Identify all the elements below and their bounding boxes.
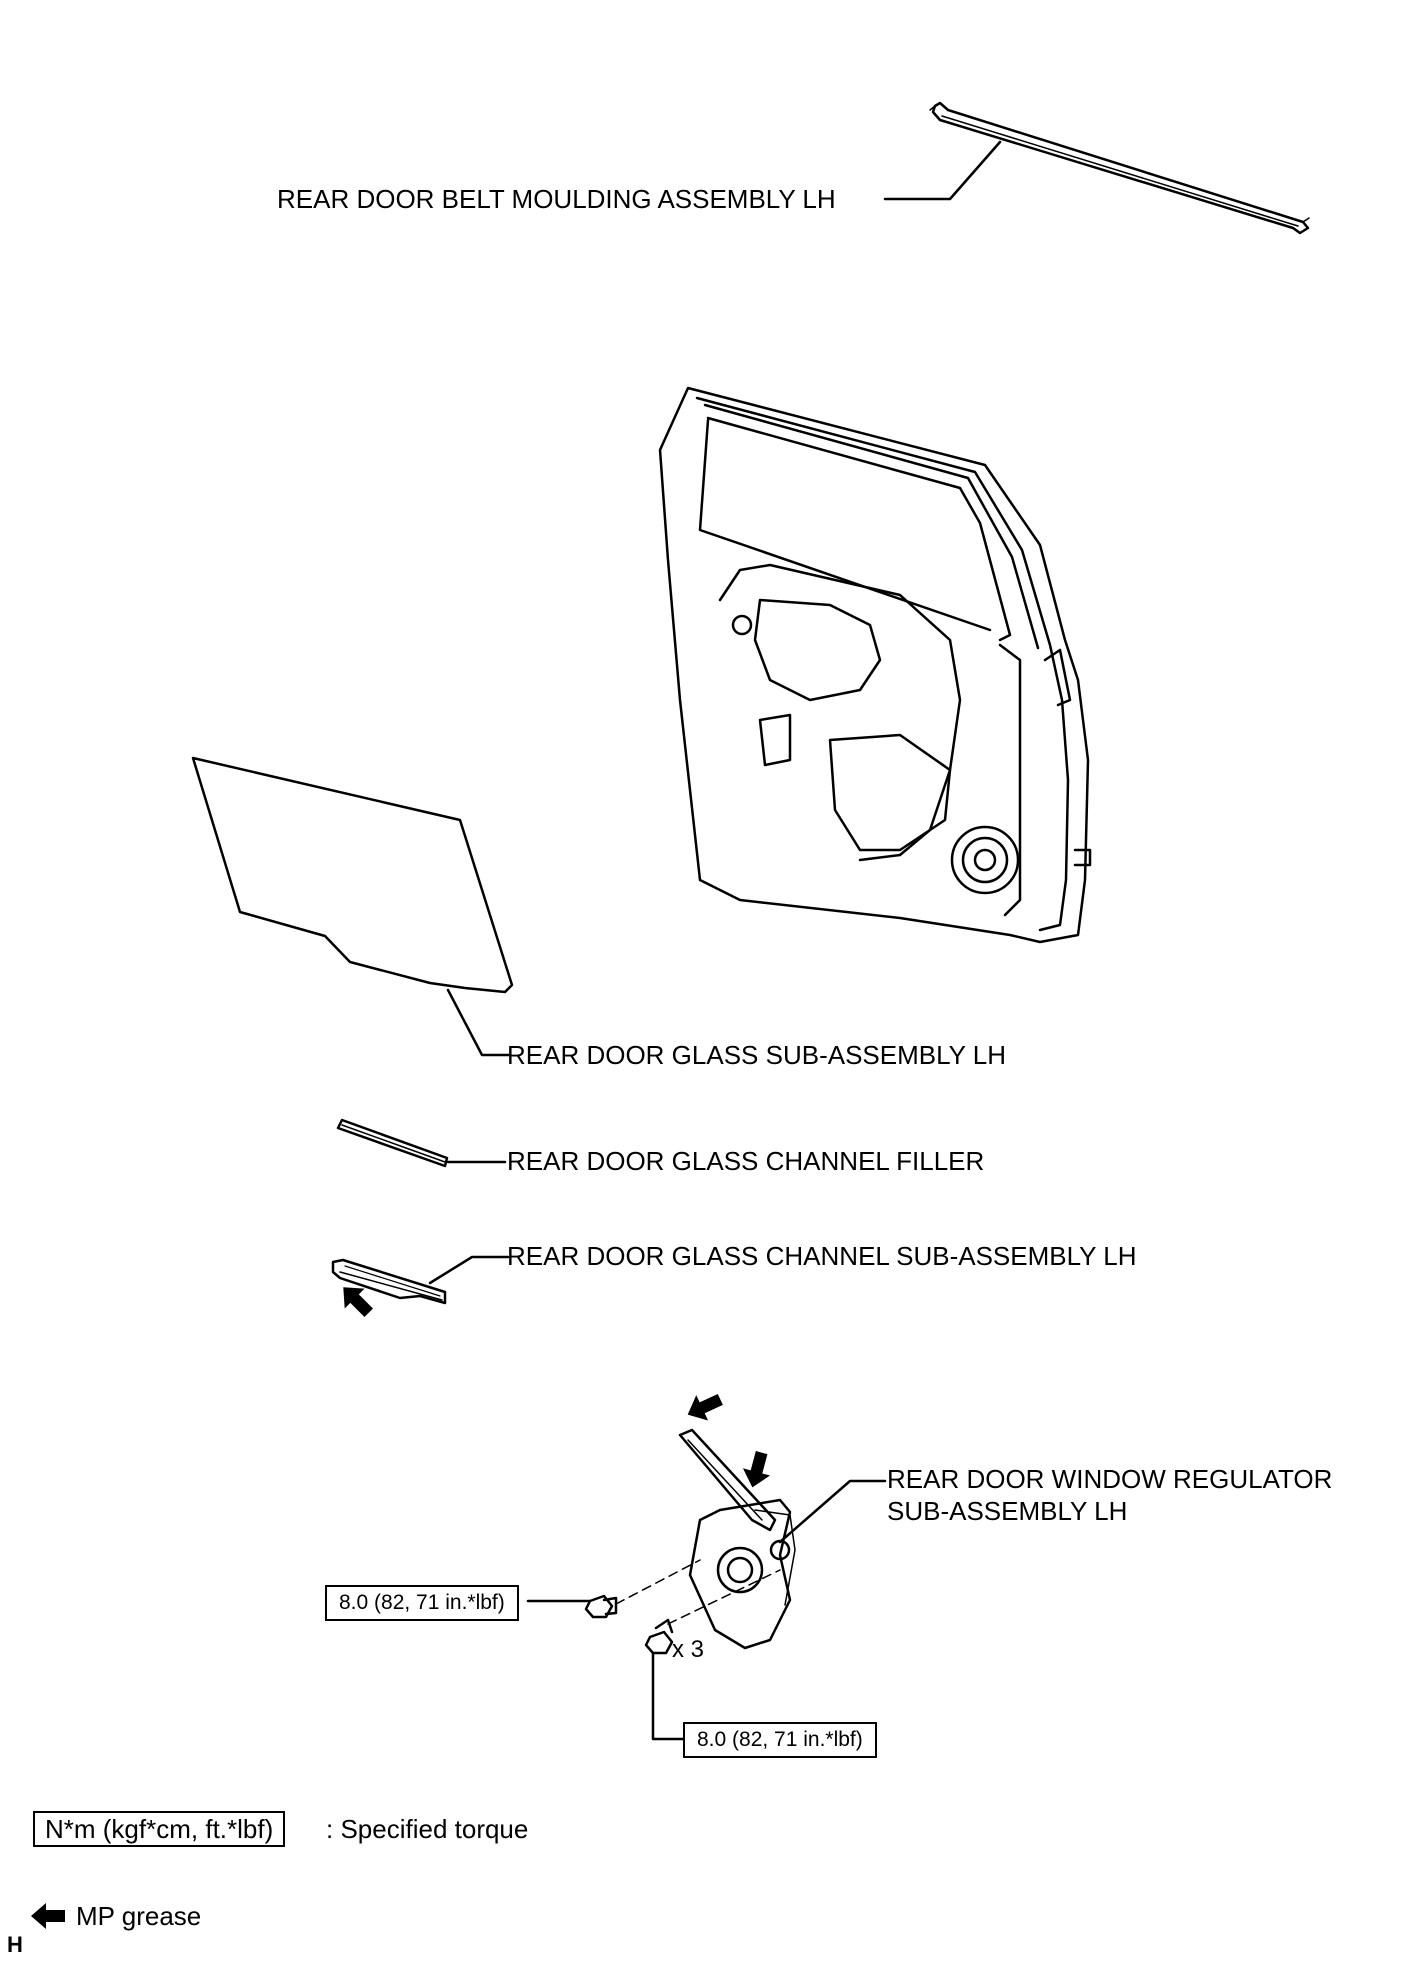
grease-arrow-icon [31,1903,65,1929]
glass-channel-leader [428,1255,510,1285]
grease-arrow-icon [687,1393,723,1421]
window-regulator-part [678,1428,796,1650]
glass-channel-label: REAR DOOR GLASS CHANNEL SUB-ASSEMBLY LH [507,1241,1137,1271]
regulator-leader [778,1479,887,1544]
rear-door-glass [191,756,514,994]
glass-label: REAR DOOR GLASS SUB-ASSEMBLY LH [507,1040,1006,1070]
glass-channel-part [331,1258,447,1305]
grease-arrow-icon [742,1451,771,1488]
channel-filler-label: REAR DOOR GLASS CHANNEL FILLER [507,1146,985,1176]
regulator-label-line2: SUB-ASSEMBLY LH [887,1496,1128,1526]
lower-torque-leader [651,1651,685,1741]
legend-grease-desc: MP grease [76,1901,202,1931]
belt-moulding-leader [883,140,1002,201]
regulator-label-line1: REAR DOOR WINDOW REGULATOR [887,1464,1333,1494]
grease-arrow-icon [343,1287,373,1317]
glass-leader [446,988,512,1057]
channel-filler-part [336,1118,449,1168]
belt-moulding-part [929,101,1310,235]
regulator-bolts [584,1594,674,1655]
corner-mark: H [7,1932,23,1957]
legend-torque-desc: : Specified torque [326,1814,529,1844]
bolt-count: x 3 [672,1636,705,1663]
belt-moulding-label: REAR DOOR BELT MOULDING ASSEMBLY LH [277,184,836,214]
bolt-guide-lines [615,1559,781,1625]
torque-box-left: 8.0 (82, 71 in.*lbf) [325,1585,519,1621]
rear-door-panel [658,386,1092,944]
legend-torque-unit: N*m (kgf*cm, ft.*lbf) [33,1811,286,1847]
torque-box-lower: 8.0 (82, 71 in.*lbf) [683,1722,877,1758]
